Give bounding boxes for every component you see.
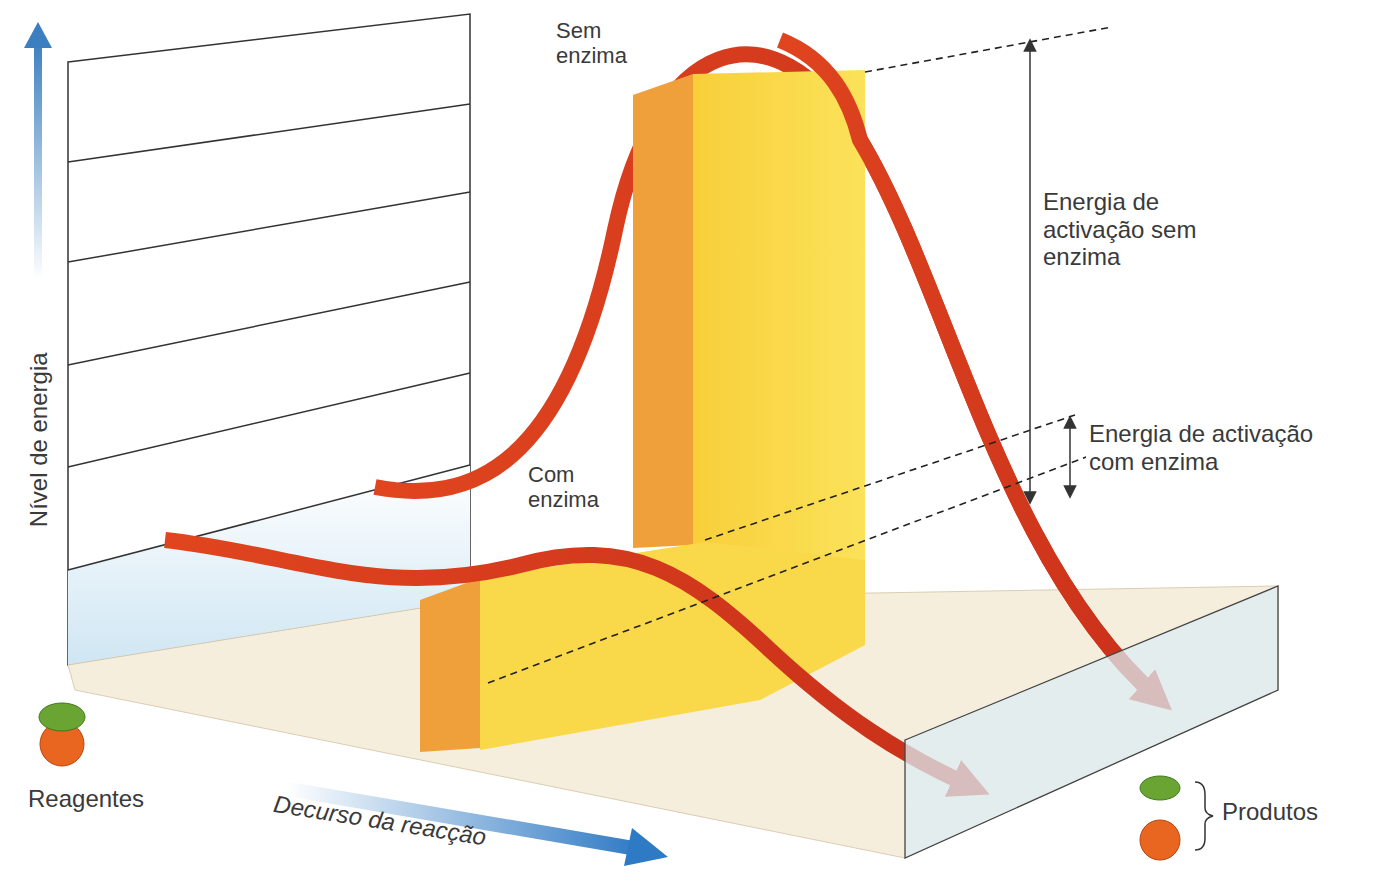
- reaction-curve-catalysed: [165, 540, 975, 788]
- product-molecule-orange: [1140, 820, 1180, 860]
- activation-arrow-uncatalysed: [1029, 45, 1031, 498]
- dimension-label: Energia de activação com enzima: [1086, 420, 1354, 475]
- product-bracket: [1195, 782, 1213, 850]
- energy-axis-head: [24, 22, 52, 48]
- reagents-label: Reagentes: [28, 785, 144, 813]
- axis-label: Nível de energia: [24, 353, 52, 528]
- grid-lines: [68, 104, 470, 570]
- energy-axis: [34, 40, 42, 280]
- product-molecule-green: [1140, 776, 1180, 800]
- activation-arrow-catalysed: [1069, 422, 1071, 492]
- curve-label: Com enzima: [528, 462, 623, 513]
- progress-axis-head: [624, 828, 668, 866]
- curve-label: Sem enzima: [556, 18, 646, 69]
- dimension-label: Energia de activação sem enzima: [1043, 188, 1243, 271]
- products-label: Produtos: [1222, 798, 1318, 826]
- reference-lines: [488, 27, 1118, 683]
- short-block-side: [420, 578, 480, 752]
- tall-block-side: [633, 74, 693, 548]
- reagent-molecule-green: [39, 703, 85, 731]
- back-wall: [68, 14, 470, 665]
